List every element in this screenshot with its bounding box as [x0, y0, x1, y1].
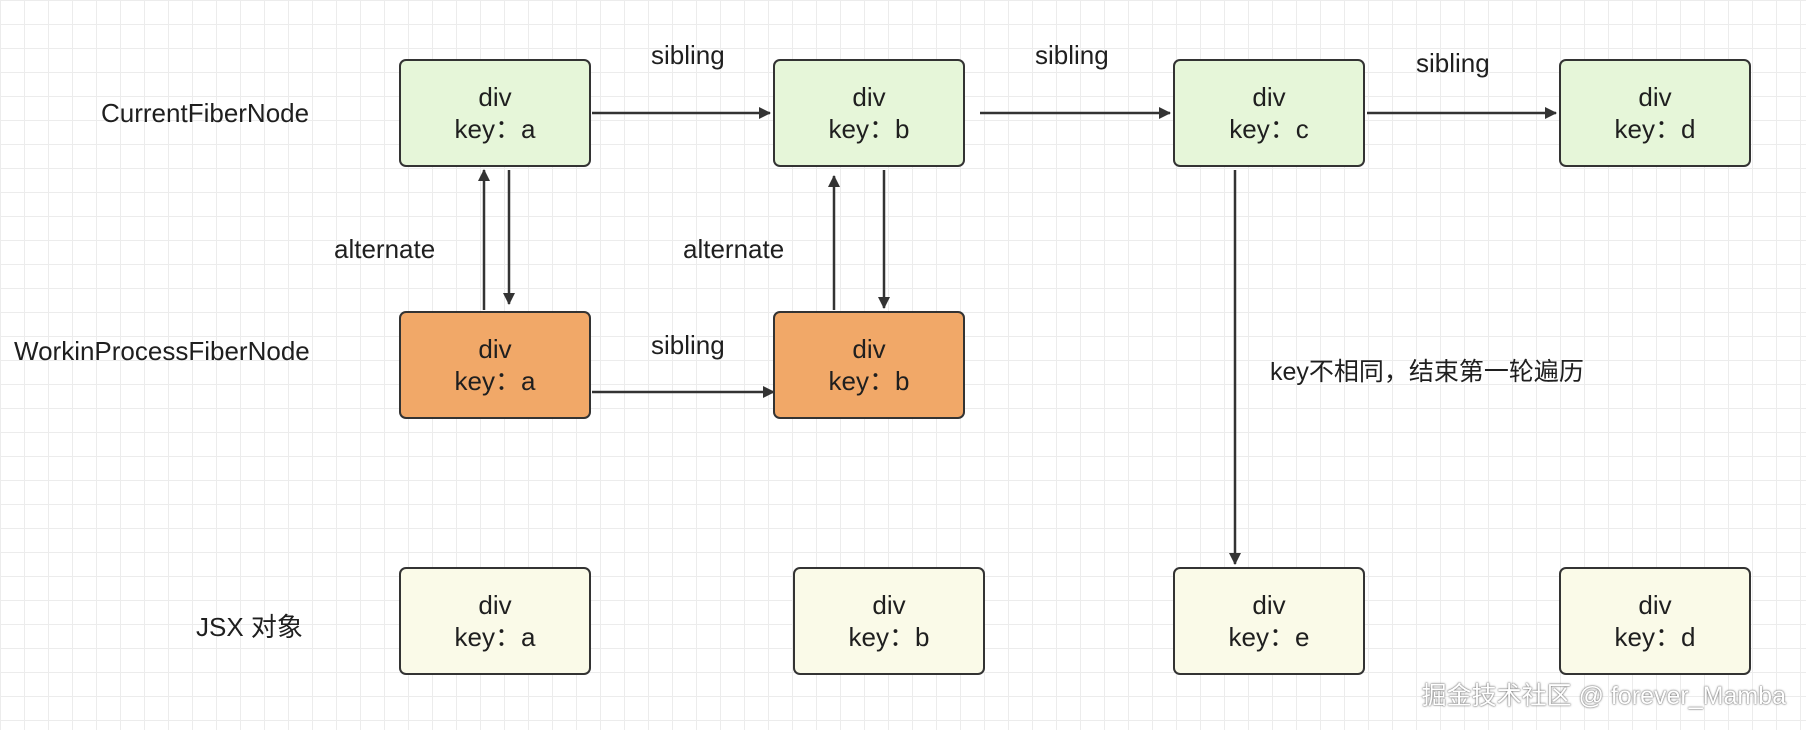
- node-type: div: [1252, 82, 1286, 112]
- node-type: div: [852, 82, 886, 112]
- edge-label-alternate-a: alternate: [334, 234, 436, 264]
- node-jsx-b: div key：b: [793, 567, 985, 675]
- node-key: key：a: [454, 114, 536, 144]
- node-key: key：b: [828, 114, 910, 144]
- edge-label-sibling-wip: sibling: [651, 330, 725, 360]
- node-type: div: [478, 334, 512, 364]
- node-jsx-a: div key：a: [399, 567, 591, 675]
- node-key: key：c: [1229, 114, 1309, 144]
- node-key: key：d: [1614, 622, 1696, 652]
- row-label-wip: WorkinProcessFiberNode: [14, 336, 310, 366]
- node-current-a: div key：a: [399, 59, 591, 167]
- edge-label-sibling-bc: sibling: [1035, 40, 1109, 70]
- node-type: div: [1638, 82, 1672, 112]
- node-type: div: [852, 334, 886, 364]
- node-key: key：b: [828, 366, 910, 396]
- node-type: div: [1252, 590, 1286, 620]
- row-label-jsx: JSX 对象: [196, 612, 303, 642]
- node-type: div: [478, 590, 512, 620]
- edge-label-sibling-cd: sibling: [1416, 48, 1490, 78]
- node-current-d: div key：d: [1559, 59, 1751, 167]
- node-key: key：a: [454, 366, 536, 396]
- node-key: key：d: [1614, 114, 1696, 144]
- node-key: key：b: [848, 622, 930, 652]
- node-wip-a: div key：a: [399, 311, 591, 419]
- node-jsx-e: div key：e: [1173, 567, 1365, 675]
- node-key: key：e: [1228, 622, 1310, 652]
- node-type: div: [1638, 590, 1672, 620]
- row-label-current: CurrentFiberNode: [101, 98, 310, 128]
- node-current-c: div key：c: [1173, 59, 1365, 167]
- node-wip-b: div key：b: [773, 311, 965, 419]
- edge-label-sibling-ab: sibling: [651, 40, 725, 70]
- node-current-b: div key：b: [773, 59, 965, 167]
- node-type: div: [872, 590, 906, 620]
- edge-label-alternate-b: alternate: [683, 234, 785, 264]
- watermark: 掘金技术社区 @ forever_Mamba: [1421, 682, 1786, 710]
- node-key: key：a: [454, 622, 536, 652]
- node-type: div: [478, 82, 512, 112]
- node-jsx-d: div key：d: [1559, 567, 1751, 675]
- key-mismatch-note: key不相同，结束第一轮遍历: [1270, 358, 1584, 386]
